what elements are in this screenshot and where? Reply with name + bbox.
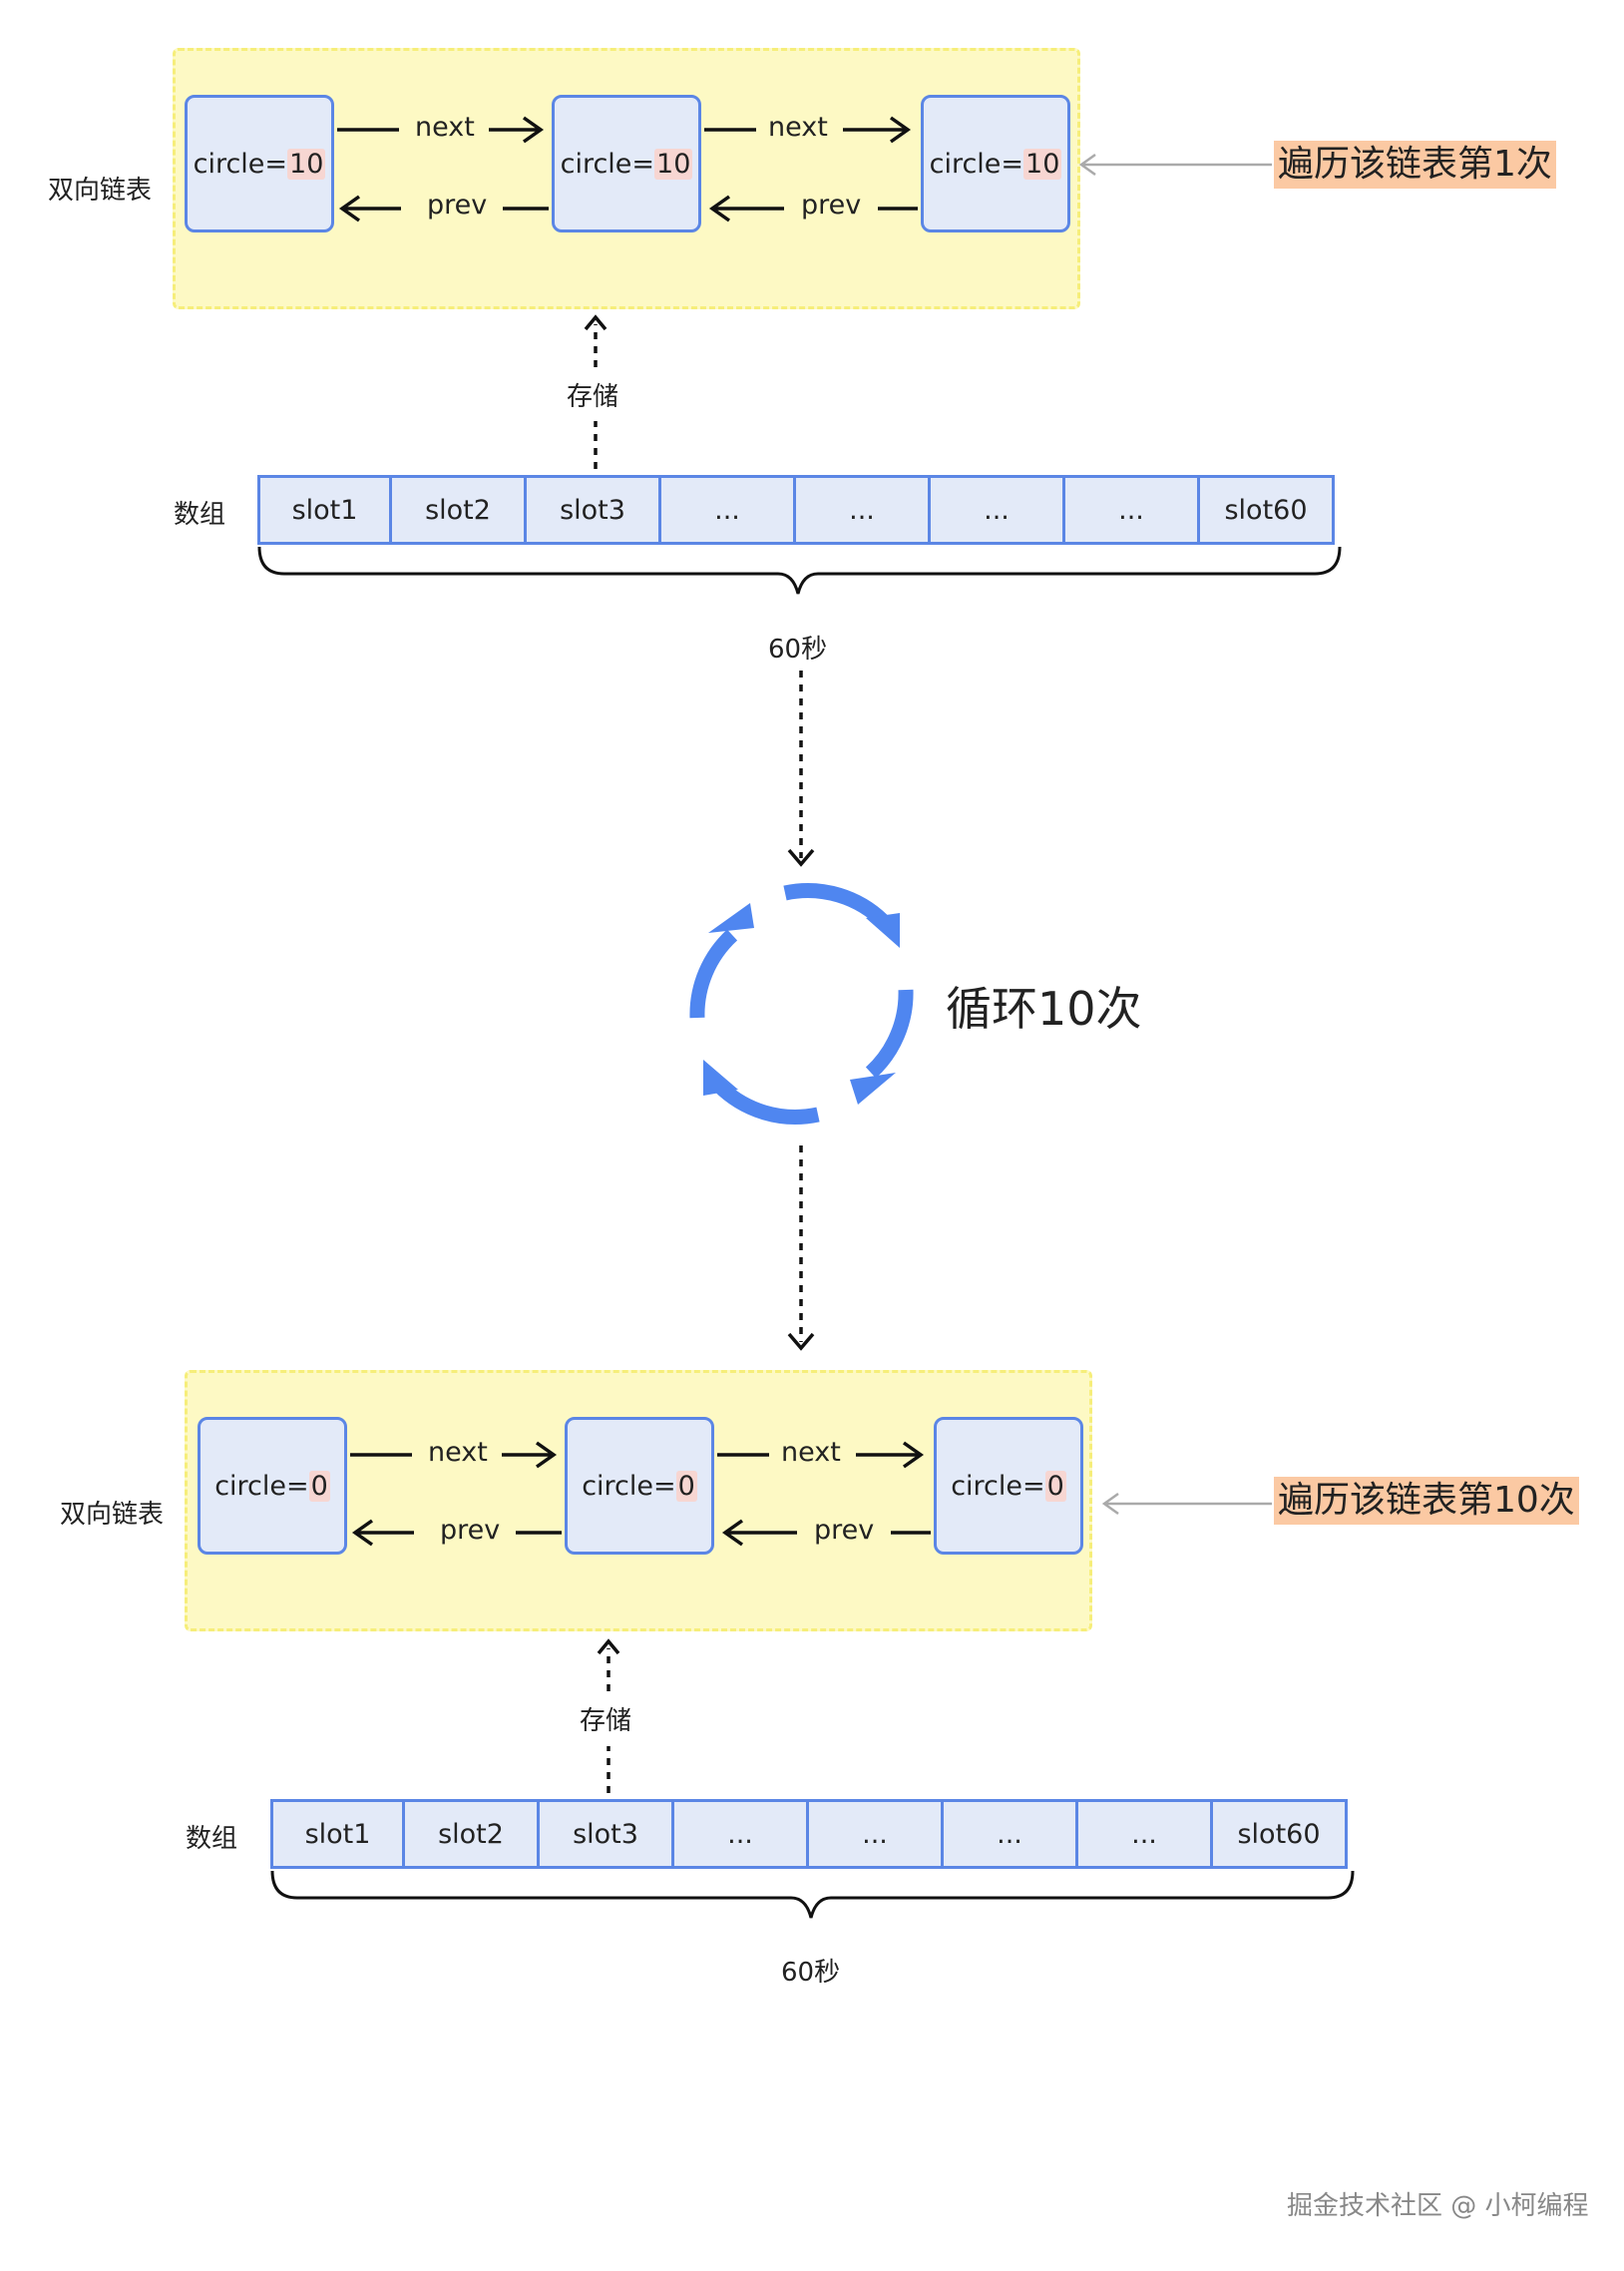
prev-arrow-bottom-1 [351, 1519, 562, 1547]
node-prefix: circle= [929, 148, 1024, 180]
traverse-badge-bottom: 遍历该链表第10次 [1274, 1477, 1579, 1525]
slot-array-bottom: slot1 slot2 slot3 ... ... ... ... slot60 [270, 1799, 1348, 1869]
node-prefix: circle= [951, 1470, 1045, 1502]
array-slot: ... [1065, 475, 1200, 545]
array-slot: slot1 [270, 1799, 405, 1869]
node-circle-value: 10 [287, 148, 326, 180]
slot-array-top: slot1 slot2 slot3 ... ... ... ... slot60 [257, 475, 1335, 545]
node-prefix: circle= [560, 148, 655, 180]
linked-list-label-bottom: 双向链表 [60, 1500, 165, 1530]
array-slot: slot3 [527, 475, 661, 545]
span-label-top: 60秒 [768, 635, 828, 665]
array-slot: ... [674, 1799, 809, 1869]
prev-arrow-top-1 [338, 195, 549, 223]
node-circle-value: 0 [675, 1470, 697, 1502]
node-circle-value: 10 [654, 148, 693, 180]
array-slot: ... [1078, 1799, 1213, 1869]
span-label-bottom: 60秒 [781, 1958, 841, 1988]
node-prefix: circle= [193, 148, 288, 180]
linked-list-label-top: 双向链表 [48, 176, 153, 206]
traverse-badge-top: 遍历该链表第1次 [1274, 141, 1556, 189]
prev-label: prev [427, 190, 488, 221]
loop-label: 循环10次 [946, 982, 1142, 1036]
prev-label: prev [801, 190, 862, 221]
node-circle-value: 0 [308, 1470, 330, 1502]
array-slot: ... [809, 1799, 944, 1869]
span-brace-top [257, 546, 1342, 595]
array-slot: ... [944, 1799, 1078, 1869]
flow-arrow-bottom [787, 1145, 815, 1351]
list-node-top-1: circle=10 [185, 95, 334, 232]
array-slot: ... [796, 475, 931, 545]
node-prefix: circle= [214, 1470, 309, 1502]
array-slot: ... [661, 475, 796, 545]
next-arrow-bottom-1 [350, 1441, 558, 1469]
array-slot: ... [931, 475, 1065, 545]
array-slot: slot1 [257, 475, 392, 545]
store-label-bottom: 存储 [580, 1706, 632, 1736]
next-label: next [768, 112, 828, 143]
array-slot: slot60 [1213, 1799, 1348, 1869]
prev-label: prev [814, 1515, 875, 1546]
prev-label: prev [440, 1515, 501, 1546]
array-slot: slot2 [392, 475, 527, 545]
list-node-top-2: circle=10 [552, 95, 701, 232]
store-arrow-top [584, 314, 608, 469]
pointer-arrow-top [1078, 153, 1272, 177]
prev-arrow-bottom-2 [721, 1519, 931, 1547]
list-node-bottom-3: circle=0 [934, 1417, 1083, 1555]
next-arrow-bottom-2 [717, 1441, 925, 1469]
next-label: next [781, 1437, 841, 1468]
array-slot: slot60 [1200, 475, 1335, 545]
prev-arrow-top-2 [708, 195, 918, 223]
next-label: next [428, 1437, 488, 1468]
next-arrow-top-1 [337, 116, 545, 144]
array-slot: slot3 [540, 1799, 674, 1869]
list-node-bottom-1: circle=0 [198, 1417, 347, 1555]
node-prefix: circle= [582, 1470, 676, 1502]
store-arrow-bottom [597, 1638, 620, 1793]
loop-icon [689, 883, 914, 1125]
pointer-arrow-bottom [1101, 1492, 1272, 1516]
watermark: 掘金技术社区 @ 小柯编程 [1287, 2191, 1589, 2221]
next-arrow-top-2 [704, 116, 912, 144]
node-circle-value: 0 [1044, 1470, 1066, 1502]
array-slot: slot2 [405, 1799, 540, 1869]
span-brace-bottom [270, 1870, 1355, 1919]
flow-arrow-top [787, 671, 815, 867]
node-circle-value: 10 [1023, 148, 1062, 180]
list-node-bottom-2: circle=0 [565, 1417, 714, 1555]
array-label-bottom: 数组 [186, 1824, 238, 1854]
loop-arrowheads [703, 903, 900, 1105]
next-label: next [415, 112, 475, 143]
store-label-top: 存储 [567, 382, 619, 412]
array-label-top: 数组 [174, 500, 226, 530]
list-node-top-3: circle=10 [921, 95, 1070, 232]
